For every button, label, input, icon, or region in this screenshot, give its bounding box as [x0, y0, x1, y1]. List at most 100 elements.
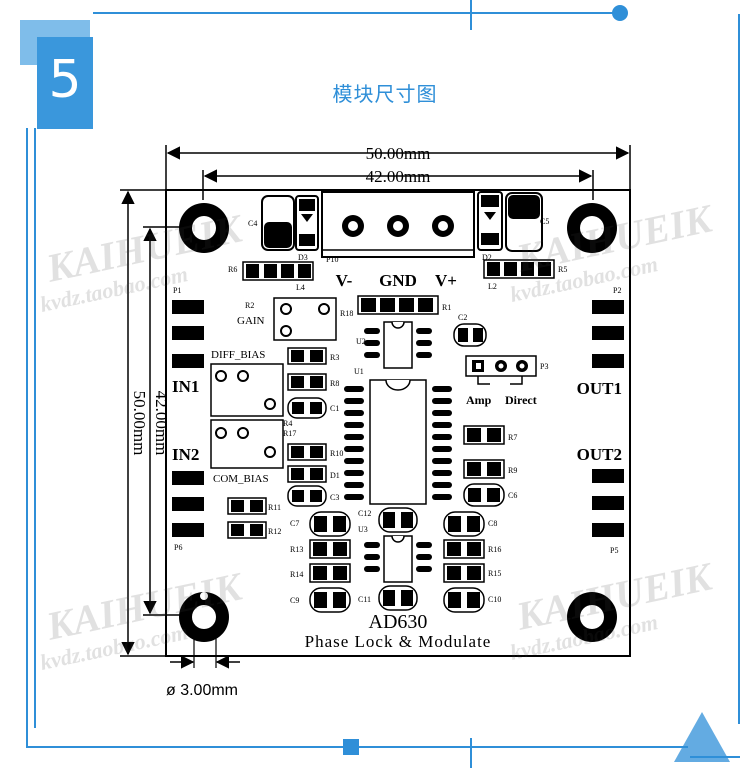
- label-in2: IN2: [172, 445, 199, 464]
- label-c5: C5: [540, 217, 549, 226]
- label-c11: C11: [358, 595, 371, 604]
- label-r18: R18: [340, 309, 353, 318]
- label-c8: C8: [488, 519, 497, 528]
- resistor-r14: [309, 563, 351, 583]
- frame-left-line-inner: [34, 128, 36, 728]
- resistor-r16: [443, 539, 485, 559]
- label-r2: R2: [245, 301, 254, 310]
- label-r15: R15: [488, 569, 501, 578]
- cap-c12: [378, 507, 418, 533]
- resistor-r13: [309, 539, 351, 559]
- label-r10: R10: [330, 449, 343, 458]
- mounting-hole-bl: [179, 592, 229, 642]
- label-out1: OUT1: [577, 379, 622, 398]
- label-p3: P3: [540, 362, 548, 371]
- pad-p1-3: [172, 354, 204, 368]
- ic-u3: [364, 535, 432, 583]
- cap-c8: [443, 511, 485, 537]
- label-l4: L4: [296, 283, 305, 292]
- pad-p6-3: [172, 523, 204, 537]
- label-r14: R14: [290, 570, 303, 579]
- label-com-bias: COM_BIAS: [213, 473, 269, 485]
- label-u1: U1: [354, 367, 364, 376]
- resistor-r7: [463, 425, 505, 445]
- resistor-r10: [287, 443, 327, 461]
- mounting-hole-tl: [179, 203, 229, 253]
- pad-p2-3: [592, 354, 624, 368]
- label-d2: D2: [482, 253, 492, 262]
- label-p5: P5: [610, 546, 618, 555]
- resistor-r15: [443, 563, 485, 583]
- label-r7: R7: [508, 433, 517, 442]
- header-u2: [357, 295, 439, 315]
- label-r9: R9: [508, 466, 517, 475]
- resistor-r11: [227, 497, 267, 515]
- frame-dot-top: [612, 5, 628, 21]
- label-r13: R13: [290, 545, 303, 554]
- pad-p5-2: [592, 496, 624, 510]
- label-vminus: V-: [336, 271, 353, 290]
- pad-p2-1: [592, 300, 624, 314]
- label-p6: P6: [174, 543, 182, 552]
- label-l2: L2: [488, 282, 497, 291]
- label-r1: R1: [442, 303, 451, 312]
- board-subtitle: Phase Lock & Modulate: [305, 632, 492, 651]
- pad-p5-1: [592, 469, 624, 483]
- label-c4: C4: [248, 219, 257, 228]
- label-r5: R5: [558, 265, 567, 274]
- cap-c3: [287, 485, 327, 507]
- cap-c6: [463, 483, 505, 507]
- label-p2: P2: [613, 286, 621, 295]
- label-c1: C1: [330, 404, 339, 413]
- label-p1: P1: [173, 286, 181, 295]
- resistor-r8: [287, 373, 327, 391]
- label-out2: OUT2: [577, 445, 622, 464]
- label-board-height: 50.00mm: [130, 391, 149, 456]
- label-c12: C12: [358, 509, 371, 518]
- label-hole-diameter: ø 3.00mm: [166, 682, 238, 699]
- resistor-r9: [463, 459, 505, 479]
- label-r4: R4: [283, 419, 292, 428]
- frame-bottom-line: [28, 746, 348, 748]
- resistor-r3: [287, 347, 327, 365]
- label-board-width: 50.00mm: [366, 144, 431, 163]
- label-gnd: GND: [379, 271, 417, 290]
- label-r16: R16: [488, 545, 501, 554]
- frame-square-bottom: [343, 739, 359, 755]
- frame-bottom-tick: [470, 738, 472, 768]
- ic-u2: [364, 321, 432, 369]
- label-hole-y: 42.00mm: [152, 391, 171, 456]
- pad-p6-1: [172, 471, 204, 485]
- label-r11: R11: [268, 503, 281, 512]
- page-title: 模块尺寸图: [332, 82, 438, 106]
- label-d3: D3: [298, 253, 308, 262]
- diode-d1: [287, 465, 327, 483]
- frame-left-line: [26, 128, 28, 748]
- cap-c2: [453, 323, 487, 347]
- pad-p5-3: [592, 523, 624, 537]
- label-r17: R17: [283, 429, 296, 438]
- label-in1: IN1: [172, 377, 199, 396]
- label-r6: R6: [228, 265, 237, 274]
- label-u2: U2: [356, 337, 366, 346]
- label-u3: U3: [358, 525, 368, 534]
- cap-c10: [443, 587, 485, 613]
- frame-triangle: [674, 712, 730, 762]
- cap-c9: [309, 587, 351, 613]
- mounting-hole-br: [567, 592, 617, 642]
- frame-right-line: [738, 14, 740, 724]
- cap-c11: [378, 585, 418, 611]
- cap-c7: [309, 511, 351, 537]
- pad-p1-1: [172, 300, 204, 314]
- pad-p1-2: [172, 326, 204, 340]
- label-c3: C3: [330, 493, 339, 502]
- resistor-r6: [242, 261, 314, 281]
- frame-top-tick: [470, 0, 472, 30]
- label-r3: R3: [330, 353, 339, 362]
- label-r12: R12: [268, 527, 281, 536]
- ic-u1-ad630: [344, 379, 452, 505]
- resistor-r12: [227, 521, 267, 539]
- chip-name: AD630: [369, 611, 428, 633]
- label-c10: C10: [488, 595, 501, 604]
